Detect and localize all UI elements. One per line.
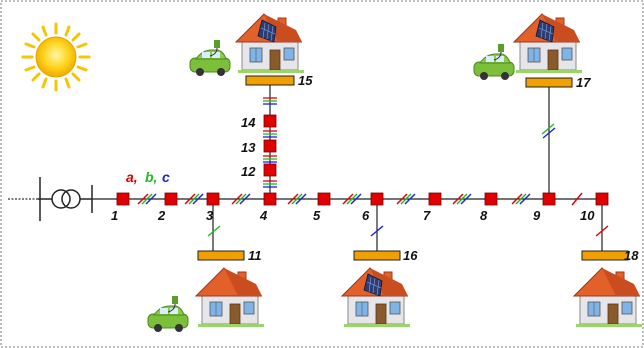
bus-3: [206, 192, 220, 206]
load-bar-16: [353, 250, 401, 261]
bus-label-8: 8: [480, 208, 488, 223]
load-bar-17: [525, 77, 573, 88]
phase-mark-3-11: [207, 225, 221, 237]
bus-label-12: 12: [241, 164, 256, 179]
bus-label-5: 5: [313, 208, 321, 223]
bus-label-2: 2: [157, 208, 166, 223]
bus-label-7: 7: [423, 208, 431, 223]
electric-car-icon: [189, 39, 231, 77]
house-icon: [573, 267, 643, 328]
bus-7: [428, 192, 442, 206]
bus-13: [263, 139, 277, 153]
house-with-solar-icon: [236, 14, 304, 73]
bus-label-6: 6: [362, 208, 370, 223]
bus-label-16: 16: [403, 248, 418, 263]
phase-mark-9-17: [541, 123, 556, 139]
bus-14: [263, 114, 277, 128]
phase-marks-main: [137, 193, 531, 205]
transformer-icon: [8, 177, 93, 221]
phase-mark-9-10: [571, 192, 583, 206]
phase-marks-lateral: [263, 97, 277, 188]
house-with-solar-icon: [342, 268, 410, 327]
phase-label-c: c: [162, 169, 170, 185]
load-bar-18: [581, 250, 629, 261]
bus-labels: 1 2 3 4 5 6 7 8 9 10 11 12 13 14 15 16 1…: [111, 73, 639, 263]
house-icon: [195, 267, 265, 328]
bus-label-11: 11: [248, 248, 262, 263]
bus-label-3: 3: [206, 208, 214, 223]
bus-label-10: 10: [580, 208, 595, 223]
phase-mark-6-16: [370, 225, 384, 237]
electric-car-icon: [147, 295, 189, 333]
load-bars: [197, 75, 629, 261]
bus-4: [263, 192, 277, 206]
bus-2: [164, 192, 178, 206]
load-bar-15: [245, 75, 295, 86]
bus-9: [542, 192, 556, 206]
bus-label-1: 1: [111, 208, 118, 223]
phase-label-a: a,: [126, 169, 138, 185]
bus-1: [116, 192, 130, 206]
bus-label-18: 18: [624, 248, 639, 263]
bus-8: [484, 192, 498, 206]
bus-12: [263, 163, 277, 177]
phase-label-b: b,: [145, 169, 157, 185]
bus-label-13: 13: [241, 140, 256, 155]
bus-nodes: [116, 114, 609, 206]
bus-label-9: 9: [533, 208, 541, 223]
bus-label-17: 17: [576, 75, 591, 90]
bus-label-14: 14: [241, 115, 256, 130]
sun-icon: [21, 22, 91, 92]
load-bar-11: [197, 250, 245, 261]
house-with-solar-icon: [514, 14, 582, 73]
bus-10: [595, 192, 609, 206]
electric-car-icon: [473, 43, 515, 81]
bus-5: [317, 192, 331, 206]
bus-label-4: 4: [259, 208, 268, 223]
bus-6: [370, 192, 384, 206]
bus-label-15: 15: [298, 73, 313, 88]
phase-mark-10-18: [595, 225, 609, 237]
